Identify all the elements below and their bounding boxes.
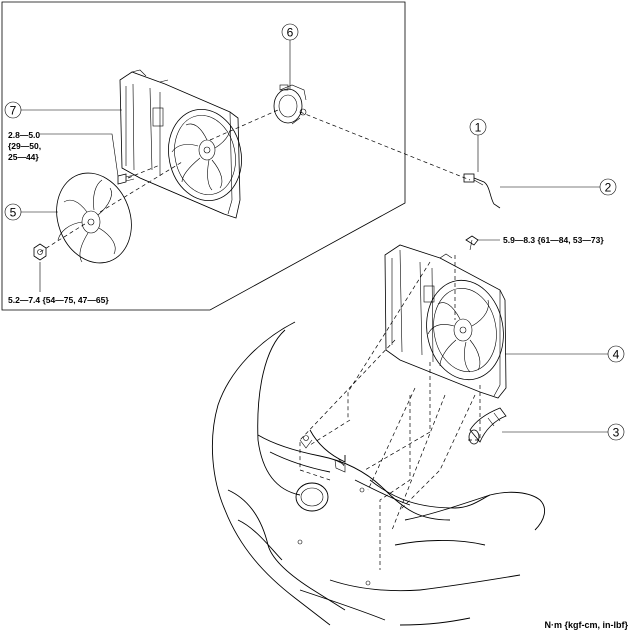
fan-motor-inset [273, 84, 307, 125]
cooling-fan-inset [56, 172, 132, 264]
svg-text:7: 7 [10, 104, 17, 118]
torque-mount-bolt: 5.9—8.3 {61—84, 53—73} [503, 235, 604, 245]
callout-2: 2 [599, 178, 617, 196]
fan-assembly [384, 244, 507, 399]
nut-inset [33, 243, 47, 261]
bolt-inset [117, 173, 135, 185]
svg-text:2: 2 [605, 181, 612, 195]
torque-fan-nut: 5.2—7.4 {54—75, 47—65} [8, 295, 109, 305]
torque-small-bolt-line1: 2.8—5.0 [8, 130, 40, 140]
callout-7: 7 [4, 101, 22, 119]
detail-inset-frame [1, 1, 406, 311]
hose-part [468, 407, 507, 445]
callout-6: 6 [281, 23, 299, 41]
torque-units-note: N·m {kgf-cm, in-lbf} [544, 620, 628, 630]
svg-text:4: 4 [613, 348, 620, 362]
callout-3: 3 [607, 423, 625, 441]
mount-bolt [465, 235, 479, 251]
torque-small-bolt-line2: {29—50, [8, 141, 41, 151]
vehicle-front-body [211, 321, 546, 626]
shroud-fan-inset [168, 108, 242, 202]
callout-5: 5 [4, 203, 22, 221]
svg-text:6: 6 [287, 26, 294, 40]
svg-text:3: 3 [613, 426, 620, 440]
callout-4: 4 [607, 345, 625, 363]
svg-text:5: 5 [10, 206, 17, 220]
svg-text:1: 1 [475, 121, 482, 135]
torque-small-bolt-line3: 25—44} [8, 152, 39, 162]
fan-shroud-inset [119, 69, 241, 219]
fan-connector [463, 173, 501, 209]
callout-1: 1 [469, 118, 487, 136]
